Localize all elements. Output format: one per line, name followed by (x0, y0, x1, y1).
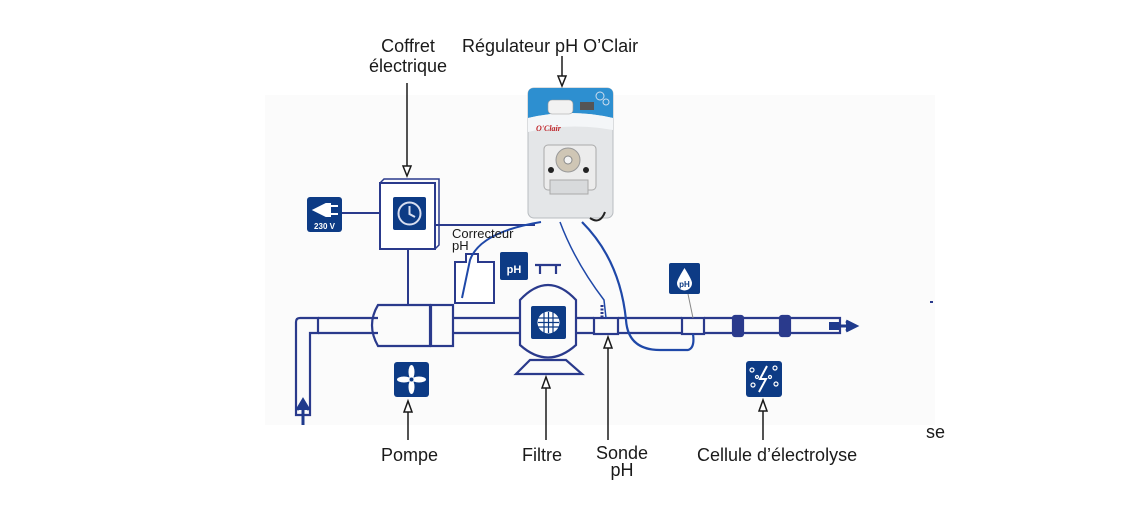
pipe-segment-5 (704, 316, 732, 335)
inlet-flow-arrow (295, 397, 311, 425)
label-sonde-line2: pH (610, 460, 634, 480)
suction-tube (461, 221, 542, 299)
fan-hub (408, 376, 415, 383)
label-sonde: Sonde pH (590, 443, 654, 480)
bubble-deco (602, 98, 610, 106)
bubble-deco (595, 91, 605, 101)
pipe-segment-3 (576, 316, 594, 335)
electrical-box (379, 178, 440, 250)
arrowhead-sonde (602, 334, 614, 349)
pipe-segment-1 (318, 316, 378, 335)
leader-lines (401, 56, 769, 440)
regulator-keypad (547, 99, 574, 115)
cell-union-2 (778, 314, 792, 338)
filter-grid (538, 312, 559, 333)
plug-glyph (311, 203, 338, 217)
ph-drop-text: pH (679, 280, 690, 289)
brand-logo: O'Clair (536, 124, 562, 133)
clock-face (397, 201, 422, 226)
voltage-label: 230 V (314, 222, 336, 231)
electrical-box-edge (379, 178, 440, 250)
regulator-power-cord (589, 211, 606, 222)
pump-screw-left (548, 167, 554, 173)
pump-fittings (549, 179, 589, 195)
pipe-segment-2 (453, 316, 520, 335)
bubbles (749, 365, 779, 388)
filter-base (513, 358, 585, 376)
lightning-bolt (758, 365, 768, 393)
label-regulateur: Régulateur pH O’Clair (462, 36, 639, 56)
label-coffret-line1: Coffret (381, 36, 435, 56)
pump-hub (563, 155, 573, 165)
regulator-display (580, 102, 594, 110)
stray-dot (930, 301, 933, 303)
label-correcteur-line1: Correcteur (452, 226, 514, 241)
pump-screw-right (583, 167, 589, 173)
label-correcteur: Correcteur pH (452, 226, 514, 253)
ph-regulator-device: O'Clair (527, 87, 614, 219)
arrowhead-cellule (757, 397, 769, 412)
ph-canister-icon-text: pH (507, 264, 522, 276)
filter-tank (518, 284, 578, 359)
fan-blades (397, 365, 426, 394)
injection-tube (581, 221, 695, 352)
outlet-arrow-tail (829, 322, 839, 330)
label-coffret: Coffret électrique (364, 36, 452, 76)
arrowhead-regulateur (556, 75, 568, 89)
regulator-control-strip (528, 113, 613, 132)
label-filtre: Filtre (522, 445, 562, 465)
pump-body (370, 303, 432, 348)
ph-corrector-canister (454, 253, 495, 304)
label-sonde-line1: Sonde (595, 443, 649, 463)
pump-motor (429, 303, 455, 348)
label-pompe: Pompe (381, 445, 439, 465)
probe-cable (559, 221, 607, 319)
inlet-pipe (294, 316, 320, 417)
clock-hands (408, 206, 416, 218)
label-cut-fragment: se (926, 422, 946, 442)
arrowhead-pompe (402, 398, 414, 413)
ph-drop-leader (687, 293, 694, 319)
cell-body (743, 316, 780, 335)
filter-lid (535, 263, 561, 274)
label-coffret-line2: électrique (368, 56, 448, 76)
arrowhead-filtre (540, 374, 552, 389)
label-correcteur-line2: pH (452, 238, 469, 253)
pipe-network (294, 263, 842, 417)
drop-shape (677, 268, 692, 291)
cell-union-1 (731, 314, 745, 338)
arrowhead-coffret (401, 165, 413, 179)
ph-canister-icon (500, 252, 528, 280)
label-cellule: Cellule d’électrolyse (697, 445, 858, 465)
